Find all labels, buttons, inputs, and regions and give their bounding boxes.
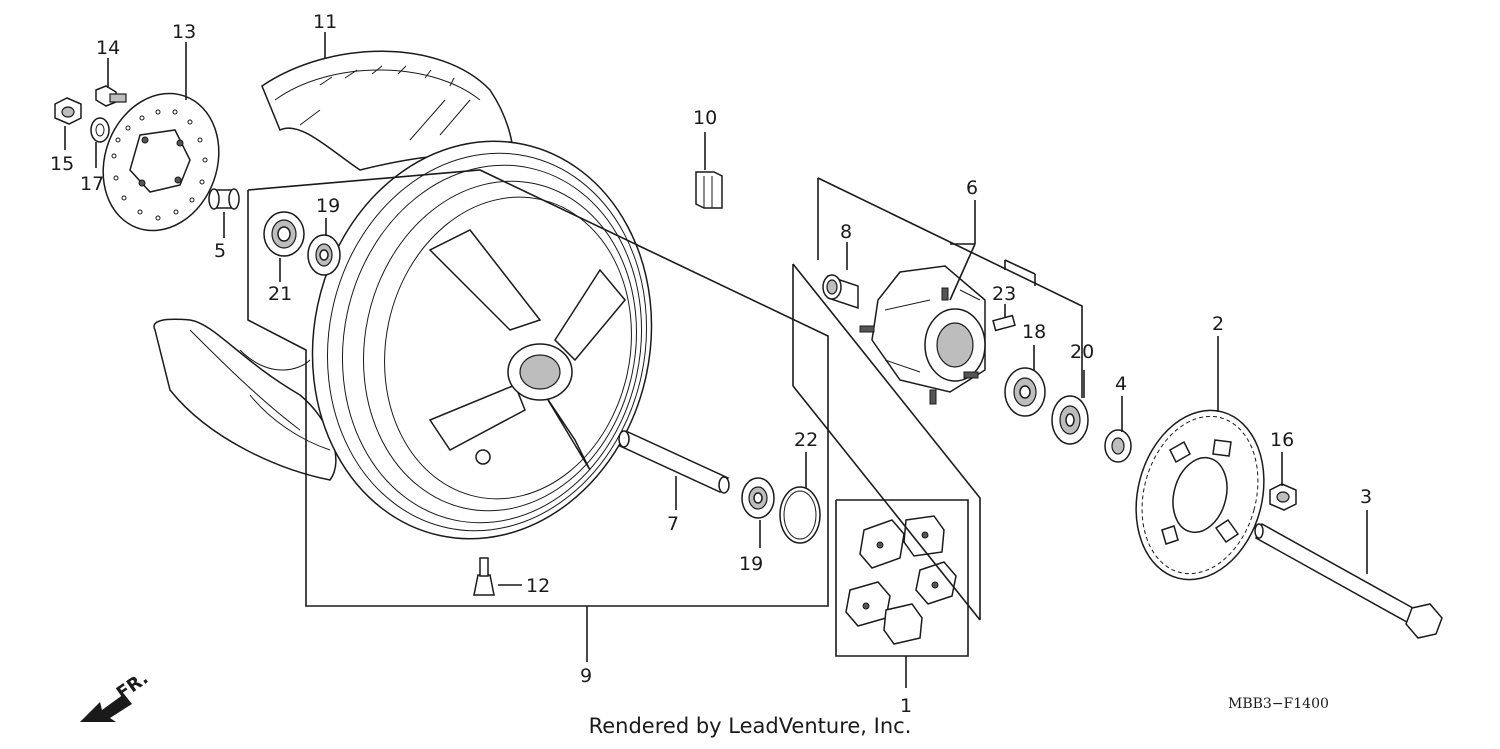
- callout-2: 2: [1212, 313, 1224, 335]
- callout-21: 21: [268, 283, 292, 305]
- callout-18: 18: [1022, 321, 1046, 343]
- oil-seal[interactable]: [1051, 395, 1089, 445]
- callout-15: 15: [50, 153, 74, 175]
- washer[interactable]: [90, 117, 110, 143]
- rear-axle[interactable]: [1254, 522, 1443, 639]
- callout-19-left: 19: [316, 195, 340, 217]
- callout-7: 7: [667, 513, 679, 535]
- drawing-code: MBB3−F1400: [1228, 696, 1329, 712]
- callout-9: 9: [580, 665, 592, 687]
- brake-disc[interactable]: [84, 77, 237, 247]
- wheel-damper-rubbers[interactable]: [845, 515, 957, 645]
- callout-5: 5: [214, 240, 226, 262]
- callout-11: 11: [313, 11, 337, 33]
- bearing-hub[interactable]: [1004, 367, 1046, 417]
- wheel[interactable]: [276, 109, 688, 570]
- callout-13: 13: [172, 21, 196, 43]
- callout-12: 12: [526, 575, 550, 597]
- callout-23: 23: [992, 283, 1016, 305]
- stud-bolt[interactable]: [992, 314, 1016, 332]
- render-credit: Rendered by LeadVenture, Inc.: [588, 714, 912, 738]
- callout-19-right: 19: [739, 553, 763, 575]
- callout-17: 17: [80, 173, 104, 195]
- tire[interactable]: [153, 50, 514, 481]
- sprocket-nut[interactable]: [1269, 483, 1297, 511]
- callout-3: 3: [1360, 486, 1372, 508]
- bearing-right[interactable]: [741, 477, 775, 519]
- nut[interactable]: [54, 97, 82, 125]
- callout-4: 4: [1115, 373, 1127, 395]
- callout-1: 1: [900, 695, 912, 717]
- distance-collar[interactable]: [618, 430, 730, 494]
- bearing-left-outer[interactable]: [263, 211, 305, 257]
- callout-8: 8: [840, 221, 852, 243]
- side-collar[interactable]: [208, 188, 240, 210]
- tire-valve[interactable]: [473, 557, 495, 596]
- bearing-left-inner[interactable]: [307, 234, 341, 276]
- balance-weight[interactable]: [695, 171, 723, 209]
- callout-14: 14: [96, 37, 120, 59]
- callout-22: 22: [794, 429, 818, 451]
- callout-10: 10: [693, 107, 717, 129]
- callout-6: 6: [966, 177, 978, 199]
- callout-16: 16: [1270, 429, 1294, 451]
- final-driven-flange[interactable]: [859, 265, 986, 405]
- o-ring[interactable]: [779, 486, 821, 544]
- driven-sprocket[interactable]: [1118, 396, 1282, 594]
- side-collar-right[interactable]: [1104, 429, 1132, 463]
- callout-numbers: 1 2 3 4 5 6 7 8 9 10 11 12 13 14 15 16 1…: [50, 11, 1372, 717]
- leader-lines: [64, 32, 1368, 688]
- flange-collar[interactable]: [822, 274, 859, 310]
- disc-bolt[interactable]: [95, 85, 127, 107]
- callout-20: 20: [1070, 341, 1094, 363]
